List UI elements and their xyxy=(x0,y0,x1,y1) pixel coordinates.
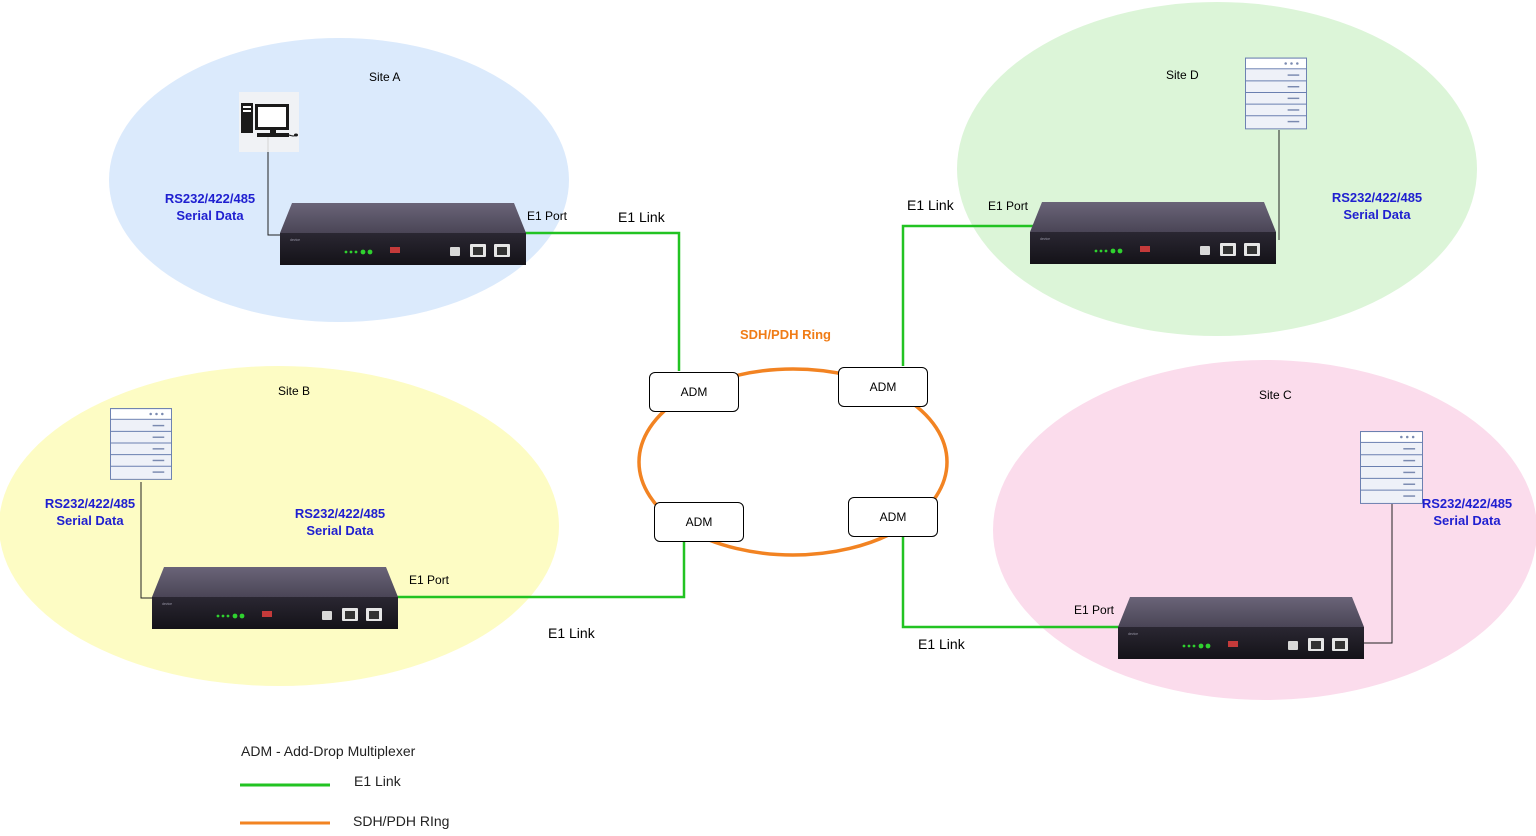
e1-link-label-site-c: E1 Link xyxy=(918,636,965,652)
e1-link-label-site-d: E1 Link xyxy=(907,197,954,213)
adm-bottom-left: ADM xyxy=(654,502,744,542)
adm-top-right: ADM xyxy=(838,367,928,407)
site-d-label: Site D xyxy=(1166,68,1199,82)
e1-port-label-site-b: E1 Port xyxy=(409,573,450,587)
site-c-label: Site C xyxy=(1259,388,1292,402)
e1-port-label-site-a: E1 Port xyxy=(527,209,568,223)
e1-link-label-site-b: E1 Link xyxy=(548,625,595,641)
e1-port-label-site-d: E1 Port xyxy=(988,199,1029,213)
site-d-area xyxy=(957,2,1477,336)
server-site-b-icon xyxy=(110,407,172,481)
site-a-area xyxy=(109,38,569,322)
ring-title: SDH/PDH Ring xyxy=(740,327,831,342)
legend-adm-definition: ADM - Add-Drop Multiplexer xyxy=(241,743,416,759)
serial-cable-site-b xyxy=(140,482,156,599)
e1-link-site-b xyxy=(397,541,686,599)
site-a-label: Site A xyxy=(369,70,401,84)
legend-e1-link-label: E1 Link xyxy=(354,773,401,789)
sdh-ring xyxy=(637,367,949,557)
e1-device-site-d xyxy=(1030,202,1276,264)
serial-cable-site-a xyxy=(267,137,283,236)
e1-device-site-a xyxy=(280,203,526,265)
e1-link-site-a xyxy=(524,231,681,371)
legend-sdh-ring-label: SDH/PDH RIng xyxy=(353,813,450,829)
adm-top-left: ADM xyxy=(649,372,739,412)
e1-link-label-site-a: E1 Link xyxy=(618,209,665,225)
e1-device-site-c xyxy=(1118,597,1364,659)
serial-cable-site-c xyxy=(1362,504,1393,644)
e1-port-label-site-c: E1 Port xyxy=(1074,603,1115,617)
adm-bottom-right: ADM xyxy=(848,497,938,537)
e1-link-site-d xyxy=(901,224,1033,366)
e1-link-site-c xyxy=(901,536,1119,629)
server-site-c-icon xyxy=(1360,431,1423,504)
site-b-label: Site B xyxy=(278,384,311,398)
server-site-d-icon xyxy=(1245,57,1307,130)
desktop-computer-icon xyxy=(239,92,299,152)
e1-device-site-b xyxy=(152,567,398,629)
